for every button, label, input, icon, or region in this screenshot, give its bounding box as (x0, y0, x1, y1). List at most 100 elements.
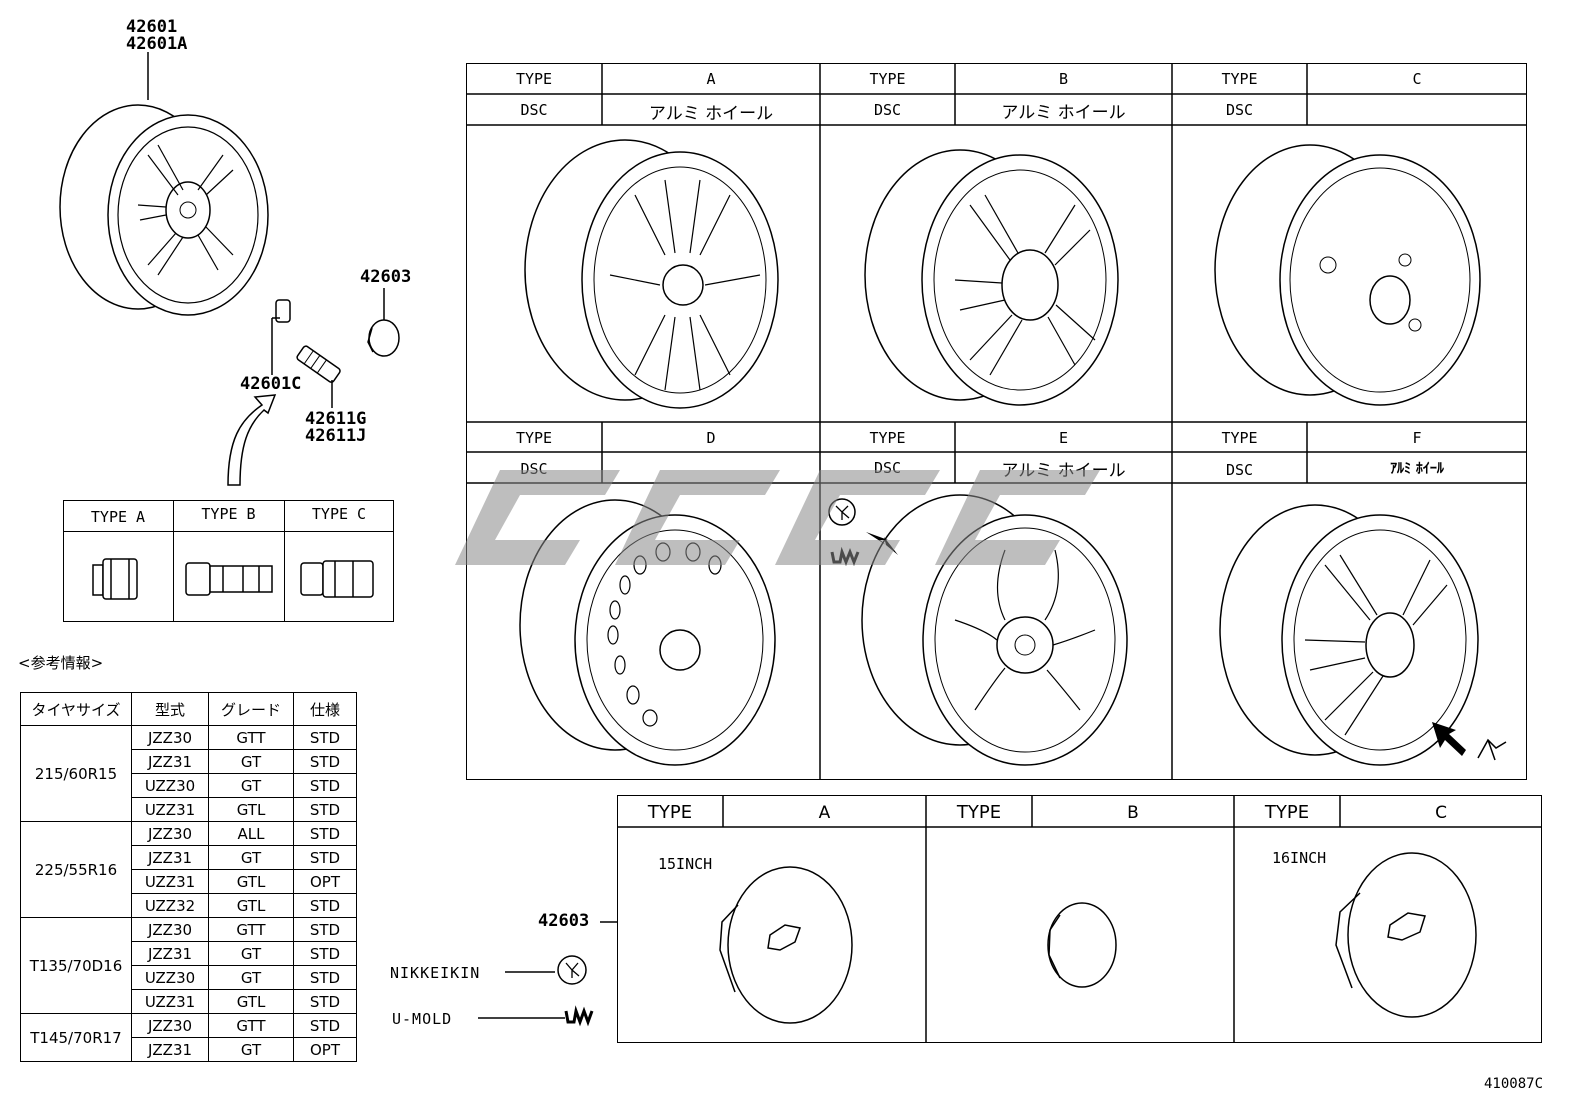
nut-type-c-label: TYPE C (311, 505, 367, 523)
dsc-label: DSC (1225, 101, 1254, 119)
tire-size-cell: T135/70D16 (20, 917, 132, 1014)
part-number-42603-cap: 42603 (538, 911, 590, 931)
spec-cell: STD (293, 797, 357, 822)
nut-drawings (92, 558, 374, 600)
lug-nut-icon (296, 345, 341, 383)
spec-cell: STD (293, 917, 357, 942)
cap-type-c: C (1435, 803, 1447, 823)
reference-title: <参考情報> (18, 654, 104, 672)
grade-cell: ALL (208, 821, 294, 846)
cap-type-table (617, 795, 1542, 1043)
model-cell: UZZ30 (131, 773, 209, 798)
uc-symbol-icon (1477, 738, 1507, 761)
cap-type-label: TYPE (1264, 802, 1310, 823)
part-number-42601a: 42601A (126, 34, 188, 54)
cap-type-b-icon (1047, 902, 1117, 988)
dsc-label: DSC (520, 101, 548, 119)
spec-cell: STD (293, 893, 357, 918)
model-cell: UZZ31 (131, 989, 209, 1014)
part-number-42601: 42601 (126, 17, 178, 37)
legend-umold-label: U-MOLD (392, 1010, 453, 1028)
nut-type-b-label: TYPE B (201, 505, 256, 523)
spec-cell: STD (293, 821, 357, 846)
grade-cell: GT (208, 941, 294, 966)
model-cell: UZZ31 (131, 869, 209, 894)
type-label: TYPE (515, 429, 553, 447)
wheel-type-c-drawing (1214, 144, 1481, 406)
arrow-f-icon (1432, 722, 1466, 756)
wheel-type-a: A (706, 70, 716, 88)
cap-type-c-icon (1335, 852, 1477, 1018)
legend-umold-icon (564, 1005, 594, 1027)
grade-cell: GTL (208, 797, 294, 822)
header-spec: 仕様 (293, 692, 357, 726)
spec-cell: OPT (293, 1037, 357, 1062)
cap-type-a-icon (719, 866, 853, 1024)
wheel-type-c: C (1412, 70, 1422, 88)
cap-type-a: A (818, 803, 831, 823)
cap-type-b: B (1127, 803, 1139, 823)
nut-type-b-icon (185, 562, 273, 596)
spec-cell: STD (293, 773, 357, 798)
spec-cell: STD (293, 941, 357, 966)
cap-size-a: 15INCH (658, 855, 713, 873)
valve-stem-icon (271, 299, 291, 375)
nut-type-a-label: TYPE A (90, 508, 146, 526)
grade-cell: GT (208, 1037, 294, 1062)
type-label: TYPE (869, 70, 906, 88)
part-number-42611j: 42611J (305, 426, 367, 446)
wheel-type-b-drawing (864, 149, 1119, 406)
tire-size-cell: T145/70R17 (20, 1013, 132, 1062)
part-number-42601c: 42601C (240, 374, 302, 394)
wheel-type-f: F (1412, 429, 1422, 447)
part-number-42611g: 42611G (305, 409, 367, 429)
cap-type-label: TYPE (956, 802, 1002, 823)
tire-size-cell: 215/60R15 (20, 725, 132, 822)
cap-type-label: TYPE (647, 802, 693, 823)
wheel-type-d: D (706, 429, 716, 447)
model-cell: JZZ31 (131, 749, 209, 774)
legend-nikkeikin-label: NIKKEIKIN (390, 964, 481, 982)
spec-cell: STD (293, 725, 357, 750)
spec-cell: STD (293, 989, 357, 1014)
wheel-type-b: B (1058, 70, 1069, 88)
wheel-type-a-drawing (524, 139, 779, 409)
part-number-42603-small: 42603 (360, 267, 412, 287)
spec-cell: STD (293, 965, 357, 990)
model-cell: JZZ30 (131, 917, 209, 942)
type-label: TYPE (1221, 429, 1258, 447)
nut-table-divider (63, 531, 394, 532)
grade-cell: GT (208, 845, 294, 870)
small-cap-icon (367, 288, 400, 357)
nut-type-c-icon (300, 560, 374, 598)
wheel-dsc-b: アルミ ホイール (1001, 103, 1126, 123)
dsc-label: DSC (873, 101, 902, 119)
wheel-dsc-a: アルミ ホイール (648, 104, 774, 124)
header-tire-size: タイヤサイズ (20, 692, 132, 726)
spec-cell: OPT (293, 869, 357, 894)
wheel-type-f-drawing (1219, 504, 1479, 766)
type-label: TYPE (515, 70, 553, 88)
legend-nikkeikin-icon (557, 955, 587, 985)
spec-cell: STD (293, 749, 357, 774)
type-label: TYPE (869, 429, 906, 447)
model-cell: JZZ31 (131, 1037, 209, 1062)
nut-type-a-icon (92, 558, 138, 600)
grade-cell: GT (208, 773, 294, 798)
type-label: TYPE (1221, 70, 1258, 88)
cap-size-c: 16INCH (1272, 849, 1327, 867)
grade-cell: GTT (208, 725, 294, 750)
nut-type-table (63, 500, 394, 622)
wheel-type-e: E (1058, 429, 1069, 447)
wheel-dsc-f: ｱﾙﾐ ﾎｲｰﾙ (1390, 461, 1444, 477)
wheel-42601-drawing (59, 104, 269, 316)
curved-arrow-icon (227, 394, 277, 486)
model-cell: UZZ30 (131, 965, 209, 990)
header-grade: グレード (208, 692, 294, 726)
